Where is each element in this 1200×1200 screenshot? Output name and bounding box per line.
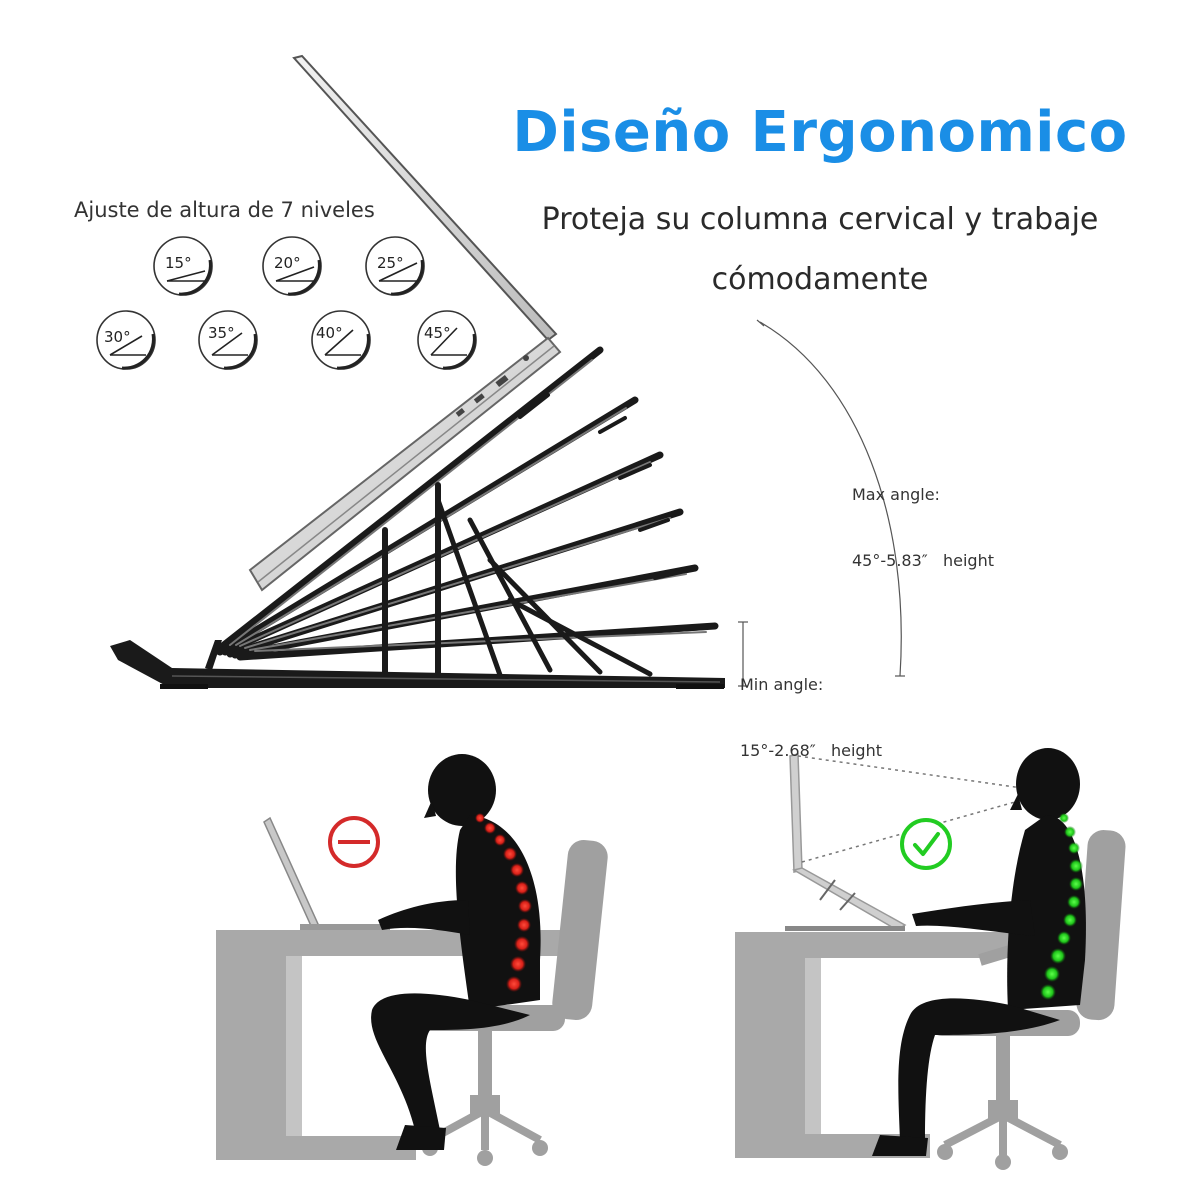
angle-icon-15 — [153, 236, 213, 296]
angle-label-45: 45° — [424, 324, 451, 342]
angle-icon-45 — [417, 310, 477, 370]
stand-base — [110, 640, 725, 689]
page-title: Diseño Ergonomico — [512, 100, 1128, 165]
angle-icon-20 — [262, 236, 322, 296]
angle-icon-35 — [198, 310, 258, 370]
laptop-left — [263, 816, 390, 930]
angle-label-30: 30° — [104, 328, 131, 346]
good-posture-scene — [735, 748, 1126, 1170]
angle-icon-30 — [96, 310, 156, 370]
spine-green-dots — [1040, 813, 1083, 1000]
angle-label-40: 40° — [316, 324, 343, 342]
min-angle-value: 15°-2.68″ height — [740, 741, 882, 760]
min-angle-title: Min angle: — [740, 675, 824, 694]
bad-posture-scene — [216, 754, 608, 1166]
page-subtitle: Proteja su columna cervical y trabaje có… — [541, 202, 1099, 297]
laptop-right — [785, 753, 907, 931]
angle-label-25: 25° — [377, 254, 404, 272]
checkmark-icon — [900, 818, 952, 870]
laptop-stand-diagram — [110, 54, 905, 689]
max-angle-title: Max angle: — [852, 485, 940, 504]
spine-red-dots — [475, 813, 532, 992]
max-angle-value: 45°-5.83″ height — [852, 551, 994, 570]
min-angle-label: Min angle: 15°-2.68″ height — [740, 630, 882, 784]
angle-label-20: 20° — [274, 254, 301, 272]
angle-label-15: 15° — [165, 254, 192, 272]
adjust-height-label: Ajuste de altura de 7 niveles — [74, 198, 375, 222]
person-upright — [872, 748, 1086, 1156]
desk-left — [216, 930, 561, 1160]
angle-icon-labels: 15° 20° 25° 30° 35° 40° 45° — [104, 254, 451, 346]
angle-icon-40 — [311, 310, 371, 370]
angle-label-35: 35° — [208, 324, 235, 342]
stand-panels — [211, 346, 719, 678]
laptop-lid — [292, 54, 558, 342]
no-entry-icon — [328, 816, 380, 868]
angle-icon-25 — [365, 236, 425, 296]
height-dimension-lines — [738, 319, 905, 687]
angle-icons — [96, 236, 477, 370]
max-angle-label: Max angle: 45°-5.83″ height — [852, 440, 994, 594]
